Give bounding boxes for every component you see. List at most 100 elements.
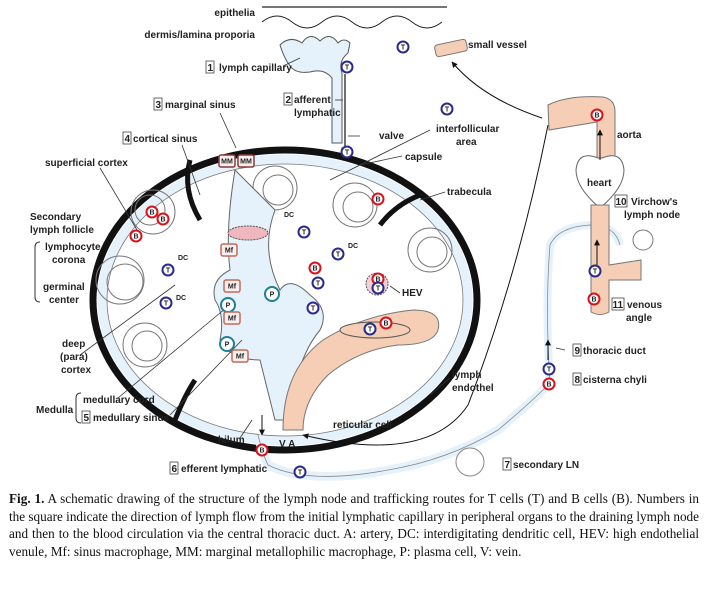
label-medullary-cord: medullary cord bbox=[83, 395, 155, 406]
dermis-line bbox=[261, 15, 443, 29]
label-small-vessel: small vessel bbox=[468, 40, 527, 51]
label-venous-2: angle bbox=[626, 313, 653, 324]
figure-caption: Fig. 1. A schematic drawing of the struc… bbox=[9, 490, 699, 560]
t-cell bbox=[293, 465, 307, 479]
cell-letter: B bbox=[133, 234, 138, 241]
cell-letter: P bbox=[226, 303, 231, 310]
cell-letter: T bbox=[401, 45, 406, 52]
metallophilic-macrophage bbox=[237, 154, 255, 168]
label-marginal-sinus: marginal sinus bbox=[165, 100, 236, 111]
t-cell bbox=[340, 60, 354, 74]
b-cell bbox=[590, 108, 604, 122]
label-deep-2: (para) bbox=[60, 352, 88, 363]
cell-letter: Mf bbox=[228, 284, 237, 291]
follicles bbox=[95, 165, 453, 368]
b-cell bbox=[587, 292, 601, 306]
label-corona: lymphocyte bbox=[45, 242, 101, 253]
label-hev: HEV bbox=[402, 288, 423, 299]
step-9: 9 bbox=[575, 346, 581, 357]
cell-letter: B bbox=[149, 210, 154, 217]
cell-letter: B bbox=[312, 266, 317, 273]
cell-letter: B bbox=[160, 217, 165, 224]
t-cell bbox=[159, 296, 173, 310]
cell-letter: T bbox=[298, 470, 303, 477]
cell-letter: B bbox=[375, 277, 380, 284]
label-hilum: hilum bbox=[218, 435, 245, 446]
label-trabecula: trabecula bbox=[447, 187, 492, 198]
t-cell bbox=[588, 264, 602, 278]
label-cortical-sinus: cortical sinus bbox=[133, 134, 198, 145]
label-follicle: Secondary bbox=[30, 212, 82, 223]
cell-letter: P bbox=[225, 342, 230, 349]
cell-letter: B bbox=[259, 448, 264, 455]
label-aorta: aorta bbox=[617, 130, 642, 141]
label-epithelia: epithelia bbox=[214, 8, 255, 19]
caption-fig-label: Fig. 1. bbox=[9, 491, 45, 506]
cell-letter: MM bbox=[221, 159, 233, 166]
label-efferent: efferent lymphatic bbox=[181, 464, 268, 475]
t-cell bbox=[396, 40, 410, 54]
secondary-ln bbox=[455, 447, 485, 477]
cell-letter: MM bbox=[240, 159, 252, 166]
label-capsule: capsule bbox=[405, 152, 443, 163]
dendritic-cell: DC bbox=[176, 295, 186, 302]
cell-letter: T bbox=[547, 367, 552, 374]
cell-letter: T bbox=[376, 286, 381, 293]
label-secondary-ln: secondary LN bbox=[513, 460, 579, 471]
cell-letter: B bbox=[594, 113, 599, 120]
cell-letter: B bbox=[546, 382, 551, 389]
step-2: 2 bbox=[286, 95, 292, 106]
cell-letter: P bbox=[270, 292, 275, 299]
subcapsular-sinus bbox=[97, 154, 473, 446]
step-1: 1 bbox=[208, 63, 214, 74]
label-medullary-sinus: medullary sinus bbox=[93, 413, 170, 424]
step-4: 4 bbox=[125, 134, 131, 145]
label-va: V A bbox=[279, 439, 295, 450]
cell-letter: T bbox=[368, 327, 373, 334]
label-interfollicular-2: area bbox=[456, 137, 477, 148]
cell-letter: T bbox=[345, 65, 350, 72]
plasma-cell bbox=[264, 286, 280, 302]
label-medulla: Medulla bbox=[36, 405, 74, 416]
t-cell bbox=[340, 145, 354, 159]
dendritic-cell: DC bbox=[178, 255, 188, 262]
label-follicle-2: lymph follicle bbox=[30, 225, 94, 236]
label-deep: deep bbox=[62, 339, 85, 350]
label-afferent: afferent bbox=[294, 95, 331, 106]
label-virchow: Virchow's bbox=[631, 197, 678, 208]
metallophilic-macrophage bbox=[218, 154, 236, 168]
cell-letter: T bbox=[302, 230, 307, 237]
label-superficial-cortex: superficial cortex bbox=[45, 158, 128, 169]
cell-letter: B bbox=[591, 297, 596, 304]
label-germinal: germinal bbox=[43, 282, 85, 293]
b-cell bbox=[255, 443, 269, 457]
small-vessel bbox=[434, 38, 468, 58]
b-cell bbox=[542, 377, 556, 391]
cell-letter: Mf bbox=[228, 316, 237, 323]
cell-letter: T bbox=[166, 268, 171, 275]
cell-letter: T bbox=[336, 252, 341, 259]
t-cell bbox=[161, 263, 175, 277]
cell-letter: T bbox=[445, 107, 450, 114]
b-cell bbox=[129, 229, 143, 243]
t-cell bbox=[297, 225, 311, 239]
label-lymph-capillary: lymph capillary bbox=[219, 63, 292, 74]
label-afferent-2: lymphatic bbox=[294, 108, 341, 119]
label-cisterna: cisterna chyli bbox=[583, 375, 647, 386]
label-germinal-2: center bbox=[49, 295, 79, 306]
b-cell bbox=[379, 316, 393, 330]
label-endothel-2: endothel bbox=[452, 383, 494, 394]
sinus-macrophage bbox=[231, 349, 249, 363]
dendritic-cell: DC bbox=[348, 243, 358, 250]
cell-letter: T bbox=[593, 269, 598, 276]
step-5: 5 bbox=[84, 413, 90, 424]
label-venous: venous bbox=[627, 300, 662, 311]
blood-vessel bbox=[282, 309, 440, 431]
t-cell bbox=[440, 102, 454, 116]
label-dermis: dermis/lamina proporia bbox=[144, 30, 255, 41]
cell-letter: T bbox=[316, 281, 321, 288]
plasma-cell bbox=[219, 336, 235, 352]
b-cell bbox=[371, 192, 385, 206]
cell-letter: B bbox=[383, 321, 388, 328]
